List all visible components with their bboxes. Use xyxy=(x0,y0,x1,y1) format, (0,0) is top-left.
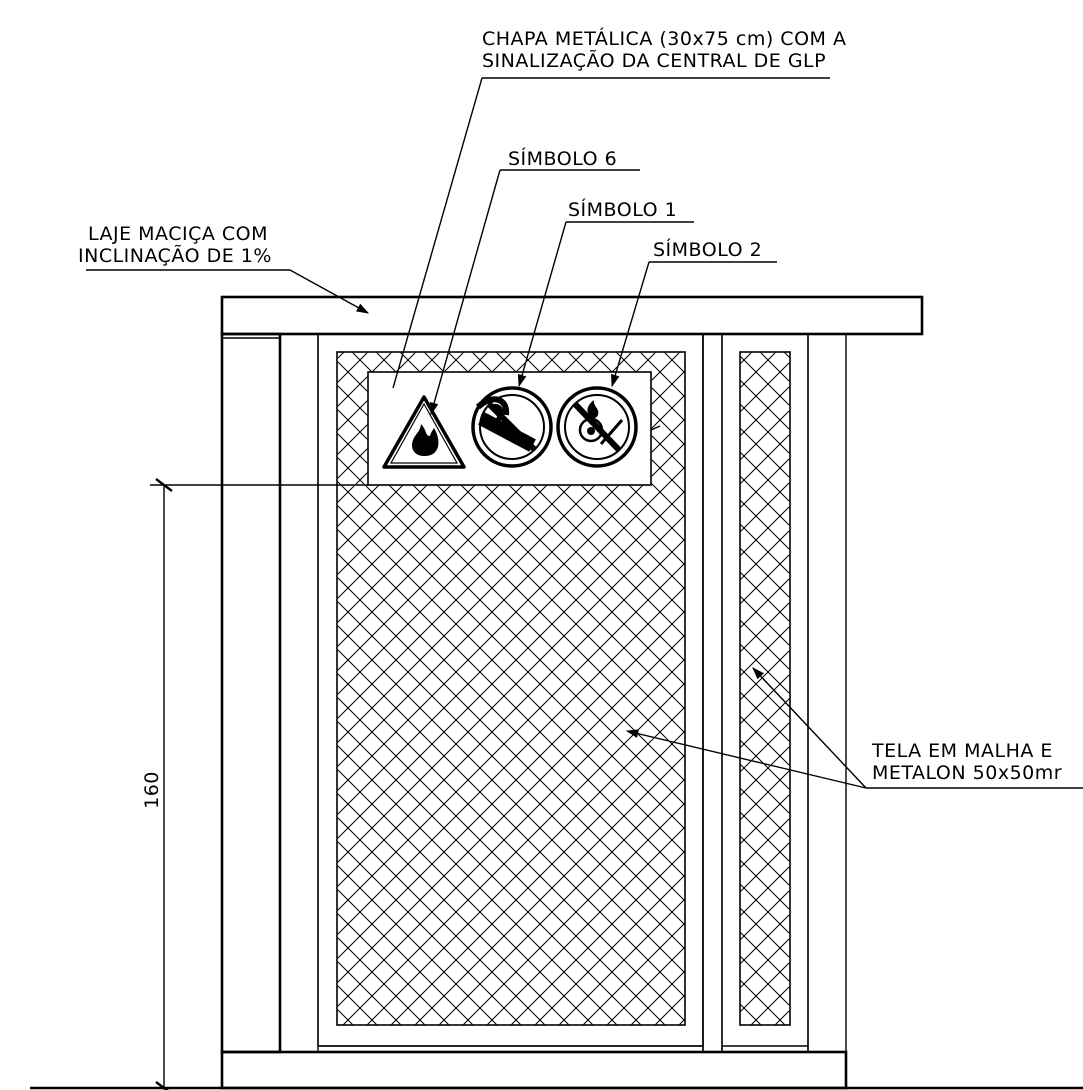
slab-leader xyxy=(289,269,370,314)
side-mesh-panel xyxy=(739,351,791,1026)
no-open-flame-icon xyxy=(556,386,638,468)
symbol1-label: SÍMBOLO 1 xyxy=(568,198,677,221)
slab-label-line2: INCLINAÇÃO DE 1% xyxy=(78,244,272,267)
roof-slab xyxy=(220,295,924,336)
no-smoking-icon xyxy=(471,386,553,468)
mesh-label-line1: TELA EM MALHA E xyxy=(871,740,1053,762)
symbol2-label: SÍMBOLO 2 xyxy=(653,238,762,261)
symbol1-leader xyxy=(517,221,567,388)
flammable-warning-triangle-icon xyxy=(382,395,466,469)
base-slab xyxy=(220,1050,848,1090)
sign-plate-tick xyxy=(650,425,661,431)
plate-leader xyxy=(392,77,483,389)
slab-label-line1: LAJE MACIÇA COM xyxy=(88,223,268,245)
left-wall xyxy=(220,332,282,1054)
plate-label-line1: CHAPA METÁLICA (30x75 cm) COM A xyxy=(482,27,846,50)
mesh-leader-main xyxy=(625,729,867,789)
mesh-leader-side xyxy=(752,667,867,789)
dimension-value: 160 xyxy=(141,771,163,809)
plate-label-line2: SINALIZAÇÃO DA CENTRAL DE GLP xyxy=(482,49,826,72)
dimension-tick-bottom xyxy=(155,1081,169,1090)
dimension-tick-top xyxy=(155,478,173,492)
mesh-label-line2: METALON 50x50mr xyxy=(872,762,1062,784)
symbol6-leader xyxy=(429,169,501,416)
symbol2-leader xyxy=(611,261,650,388)
symbol6-label: SÍMBOLO 6 xyxy=(508,147,617,170)
